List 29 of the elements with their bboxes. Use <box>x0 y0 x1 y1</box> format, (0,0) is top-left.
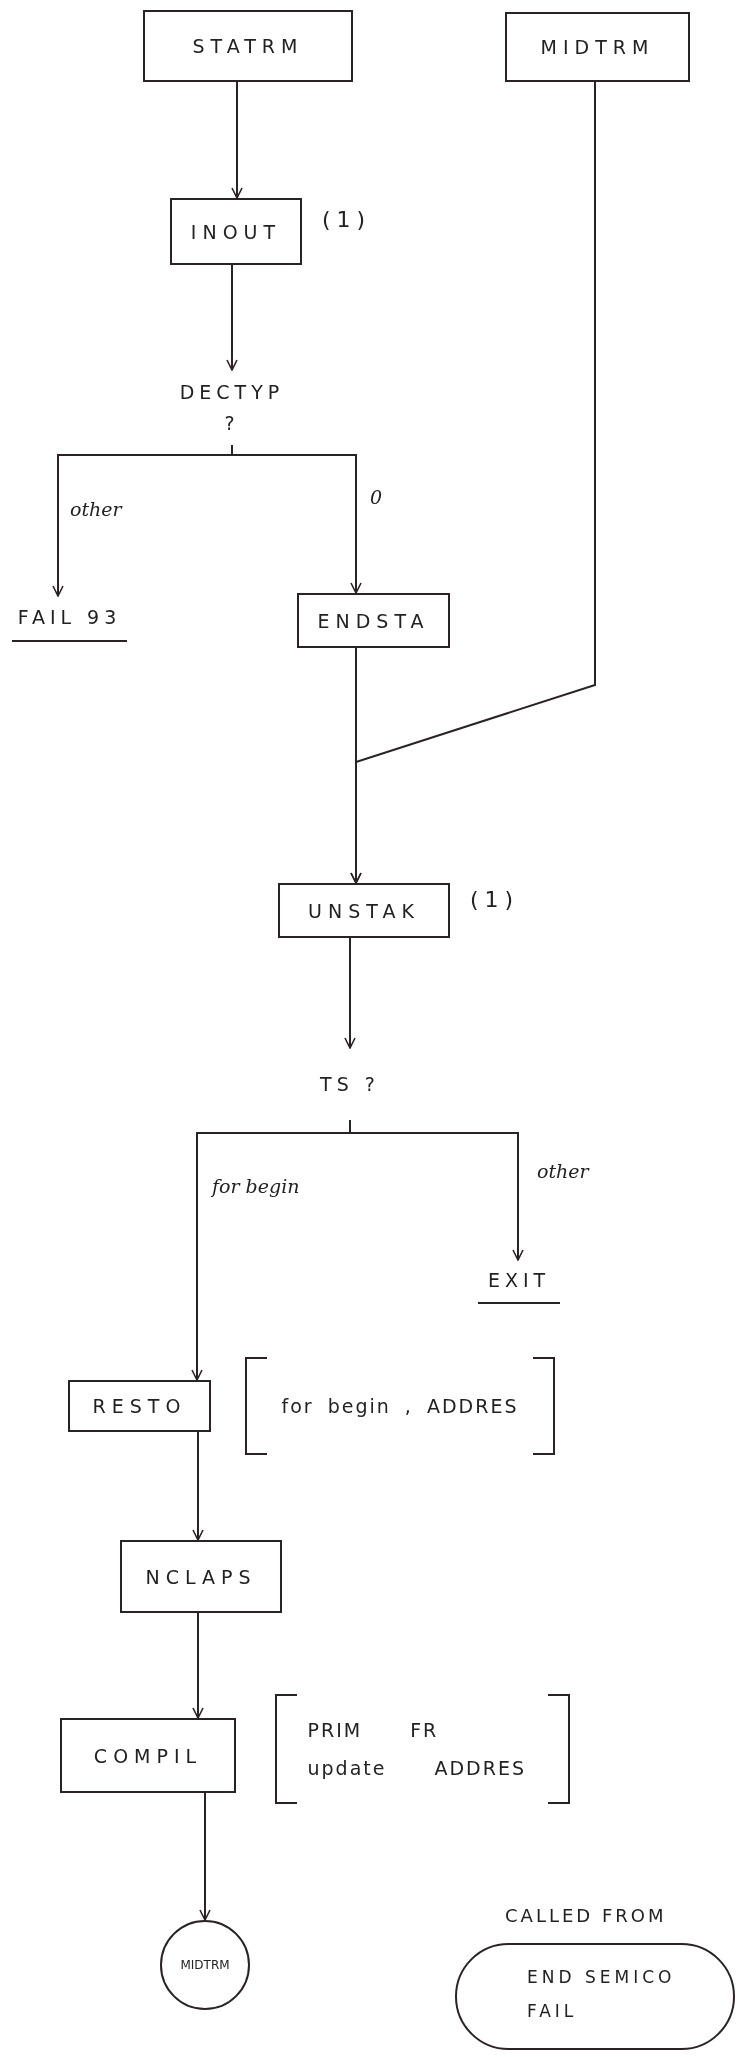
process-box: NCLAPS <box>120 1540 282 1613</box>
process-box: UNSTAK <box>278 883 450 938</box>
bracketed-note: for begin , ADDRES <box>245 1357 555 1455</box>
call-count: (1) <box>322 207 373 234</box>
process-box: INOUT <box>170 198 302 265</box>
arrow <box>344 937 356 1049</box>
process-box: COMPIL <box>60 1718 236 1793</box>
terminal-text: EXIT <box>478 1260 560 1304</box>
arrow <box>349 1119 524 1261</box>
caller-name: FAIL <box>527 2001 579 2021</box>
call-count: (1) <box>470 887 521 914</box>
arrow <box>231 444 362 594</box>
process-box: STATRM <box>143 10 353 82</box>
arrow <box>350 81 596 884</box>
connector-circle: MIDTRM <box>160 1920 250 2010</box>
process-box: RESTO <box>68 1380 211 1432</box>
arrow <box>192 1431 204 1541</box>
arrow <box>231 81 243 199</box>
arrow <box>226 264 238 371</box>
decision-text: TS ? <box>310 1048 390 1120</box>
process-box: ENDSTA <box>297 593 450 648</box>
arrow <box>199 1792 211 1921</box>
arrow <box>192 1612 204 1719</box>
bracketed-note: PRIM FR update ADDRES <box>275 1694 570 1804</box>
terminal-text: FAIL 93 <box>12 596 127 642</box>
process-box: MIDTRM <box>505 12 690 82</box>
heading-text: CALLED FROM <box>505 1905 667 1926</box>
caller-name: END SEMICO <box>527 1967 677 1987</box>
decision-text: DECTYP ? <box>172 370 292 445</box>
